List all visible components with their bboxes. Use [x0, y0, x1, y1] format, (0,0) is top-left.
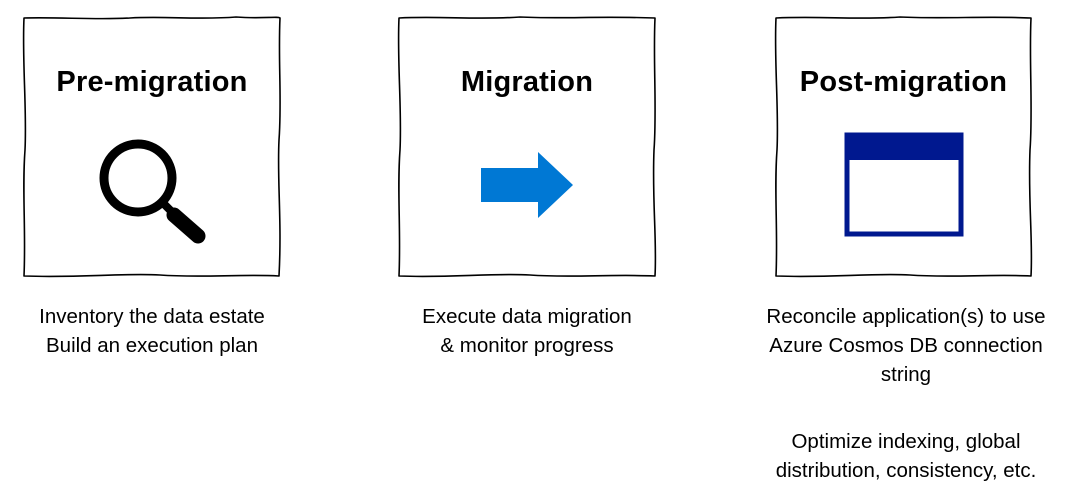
window-icon: [844, 132, 964, 237]
pre-migration-box: [22, 16, 281, 278]
post-migration-box: [774, 16, 1033, 278]
description-line: Azure Cosmos DB connection: [769, 334, 1043, 357]
migration-description: Execute data migration & monitor progres…: [382, 302, 672, 360]
description-line: Reconcile application(s) to use: [766, 305, 1046, 328]
description-line: distribution, consistency, etc.: [775, 459, 1037, 482]
post-migration-description: Reconcile application(s) to use Azure Co…: [736, 302, 1076, 389]
magnifier-icon: [99, 139, 206, 244]
migration-title: Migration: [460, 66, 594, 98]
description-line: Build an execution plan: [46, 334, 258, 357]
post-migration-title: Post-migration: [799, 66, 1008, 98]
description-line: Optimize indexing, global: [791, 430, 1021, 453]
description-line: Execute data migration: [422, 305, 632, 328]
description-line: & monitor progress: [440, 334, 614, 357]
description-line: string: [880, 363, 932, 386]
migration-box: [397, 16, 657, 278]
description-line: Inventory the data estate: [39, 305, 265, 328]
post-migration-extra-description: Optimize indexing, global distribution, …: [736, 427, 1076, 485]
pre-migration-title: Pre-migration: [56, 66, 248, 98]
arrow-right-icon: [481, 152, 573, 218]
pre-migration-description: Inventory the data estate Build an execu…: [6, 302, 298, 360]
